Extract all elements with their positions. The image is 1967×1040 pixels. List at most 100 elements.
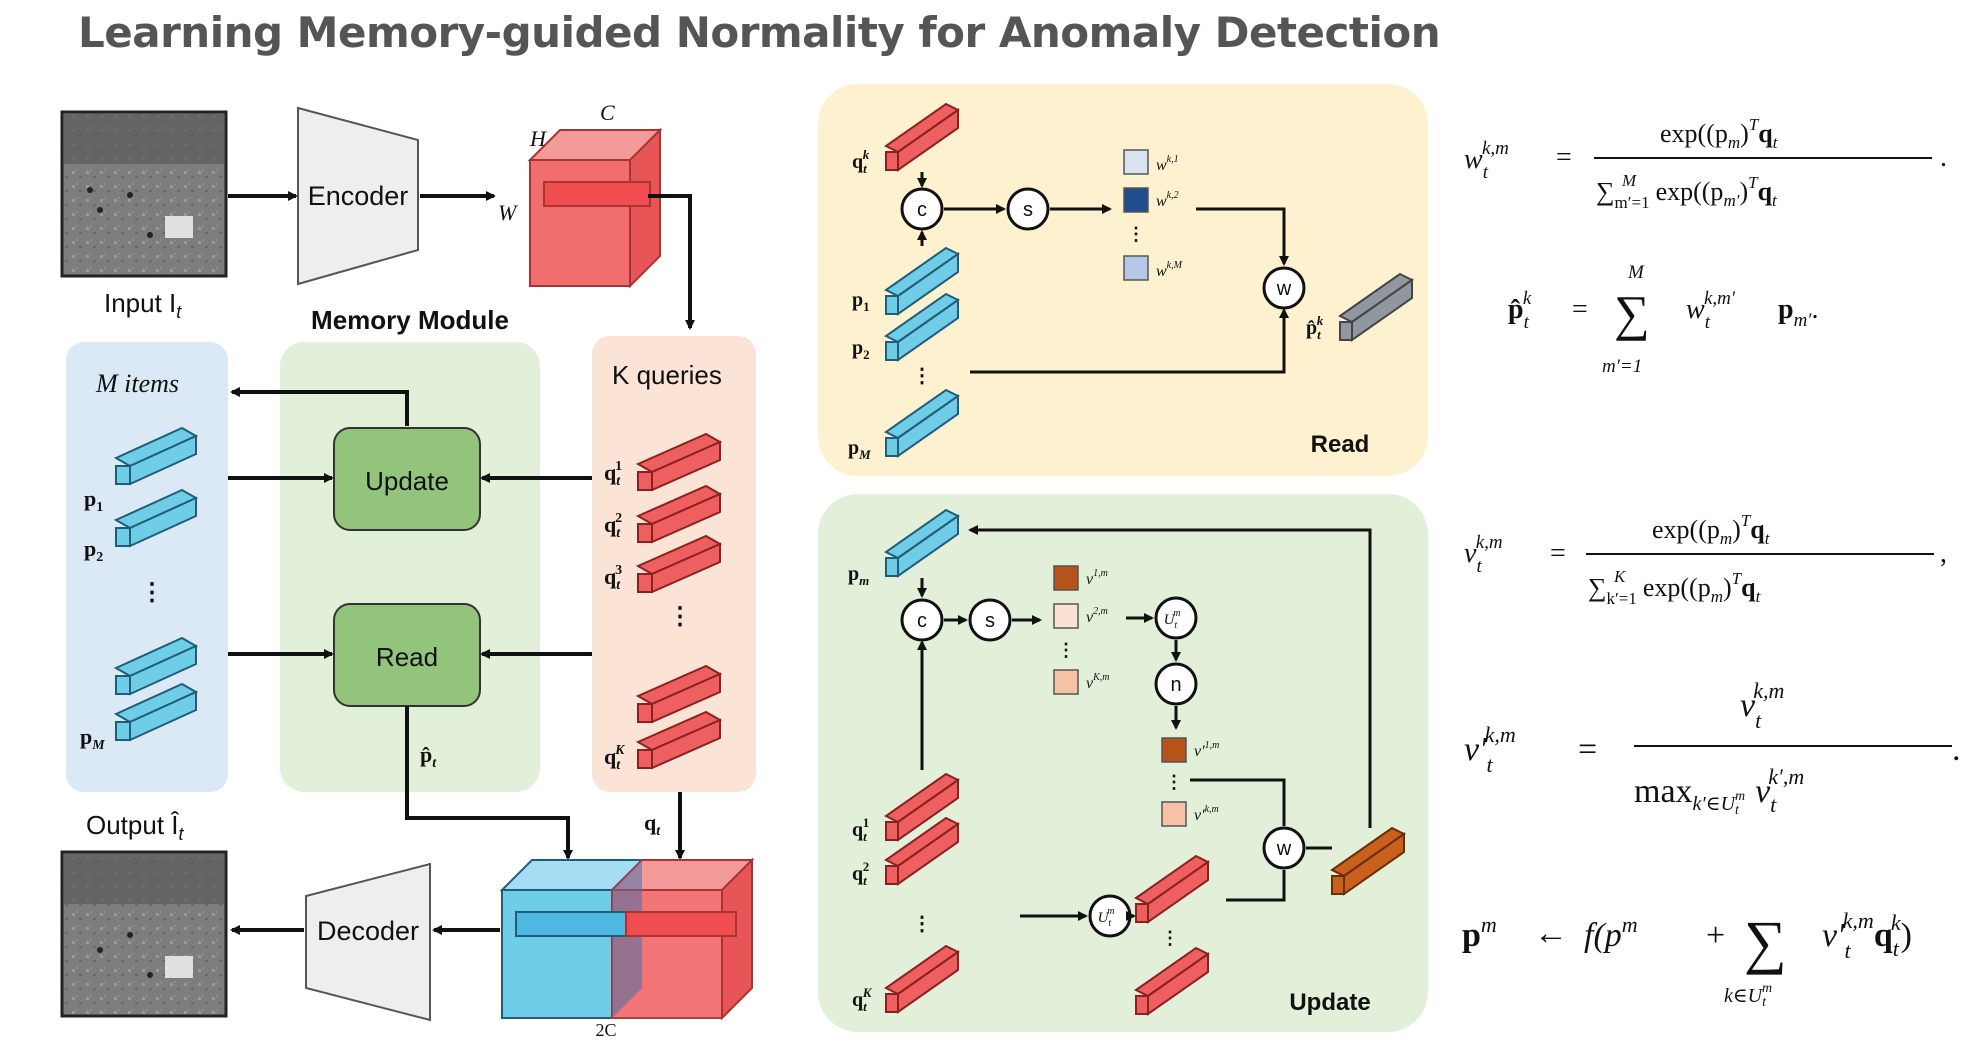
update-weighted-sum-op — [1262, 826, 1306, 870]
svg-text:=: = — [1556, 142, 1572, 173]
page-title: Learning Memory-guided Normality for Ano… — [78, 8, 1441, 57]
query-bar-1 — [635, 432, 723, 492]
update-weight-vpK — [1161, 801, 1187, 827]
label-q2: qt2 — [604, 511, 622, 541]
concat-feature-cube — [499, 857, 755, 1021]
query-bar-3 — [635, 534, 723, 594]
memory-item-p-a — [113, 636, 199, 696]
update-detail-panel — [818, 494, 1428, 1032]
read-label-qk: qtk — [852, 147, 870, 176]
update-output-bar — [1330, 826, 1406, 896]
svg-text:k∈Utm: k∈Utm — [1724, 981, 1772, 1010]
equation-update-item: pm ← f(pm + ∑ k∈Utm v′tk,mqtk) — [1462, 908, 1912, 1010]
update-label-pm: pm — [848, 563, 869, 588]
decoder-block — [305, 862, 431, 1022]
items-dots: ⋮ — [140, 580, 164, 606]
read-weight-M — [1123, 255, 1149, 281]
read-label-p1: p1 — [852, 289, 870, 314]
svg-text:s: s — [1023, 199, 1033, 221]
input-label: Input It — [104, 288, 182, 322]
encoder-label: Encoder — [308, 181, 409, 211]
update-label-vK: vK,m — [1086, 672, 1110, 692]
update-label-vpK: v′k,m — [1194, 804, 1219, 824]
read-label-phat: p̂tk — [1306, 313, 1324, 342]
svg-text:K: K — [1613, 567, 1627, 586]
read-label-p2: p2 — [852, 337, 870, 362]
update-set-op-top — [1154, 596, 1198, 640]
svg-text:+: + — [1706, 917, 1725, 954]
svg-text:∑: ∑ — [1744, 909, 1787, 975]
query-feature-cube — [527, 127, 663, 289]
memory-item-pM — [113, 682, 199, 742]
output-frame-image — [60, 850, 228, 1018]
update-label-v2: v2,m — [1086, 606, 1108, 626]
svg-text:Utm: Utm — [1164, 608, 1181, 631]
feature-H-label: H — [529, 126, 547, 151]
arrow-update-to-items — [230, 387, 409, 426]
read-panel-label: Read — [1311, 431, 1370, 458]
svg-text:.: . — [1952, 731, 1961, 768]
update-node-label: Update — [365, 466, 449, 496]
svg-text:exp((pm)Tqt: exp((pm)Tqt — [1660, 115, 1779, 152]
memory-module-label: Memory Module — [311, 305, 509, 335]
svg-text:pm: pm — [1462, 912, 1497, 954]
svg-text:pm′.: pm′. — [1778, 294, 1818, 331]
update-item-bar — [884, 508, 960, 578]
update-weight-v2 — [1053, 603, 1079, 629]
arrow-feature-queries — [648, 194, 695, 330]
output-label: Output Ît — [86, 810, 185, 844]
read-node-label: Read — [376, 642, 438, 672]
update-query-bar-1 — [884, 772, 960, 842]
update-query-bar-2 — [884, 816, 960, 886]
input-frame-image — [60, 110, 228, 278]
query-bar-2 — [635, 484, 723, 544]
update-selected-dots: ⋮ — [1161, 928, 1179, 948]
feature-C-label: C — [600, 100, 615, 125]
update-weight-vp1 — [1161, 737, 1187, 763]
read-weight-1 — [1123, 149, 1149, 175]
label-pM: pM — [80, 724, 105, 753]
update-label-vp1: v′1,m — [1194, 740, 1219, 760]
svg-text:c: c — [917, 199, 927, 221]
svg-text:=: = — [1578, 731, 1597, 768]
update-weights-dots: ⋮ — [1057, 640, 1075, 660]
equation-read-output: p̂tk = ∑ M m′=1 wtk,m′ pm′. — [1508, 262, 1818, 377]
svg-text:wtk,m′: wtk,m′ — [1686, 288, 1736, 333]
svg-text:←: ← — [1534, 915, 1568, 952]
svg-text:,: , — [1940, 538, 1947, 569]
update-concat-op — [900, 598, 944, 642]
two-c-label: 2C — [595, 1020, 616, 1040]
update-label-qK: qtK — [852, 985, 873, 1014]
arrow-read-to-concat — [405, 706, 573, 860]
update-label-q2: qt2 — [852, 859, 869, 888]
label-phat: p̂t — [420, 742, 437, 771]
svg-text:∑: ∑ — [1614, 285, 1650, 341]
label-q1: qt1 — [604, 459, 622, 489]
update-label-q1: qt1 — [852, 815, 869, 844]
svg-text:s: s — [985, 610, 995, 632]
update-softmax-op — [968, 598, 1012, 642]
svg-text:vtk,m: vtk,m — [1740, 678, 1784, 733]
update-normalize-op — [1154, 662, 1198, 706]
label-qK: qtK — [604, 743, 626, 773]
read-item-bar-1 — [884, 246, 960, 316]
update-vp-dots: ⋮ — [1165, 772, 1183, 792]
memory-item-p1 — [113, 426, 199, 486]
label-q3: qt3 — [604, 563, 622, 593]
memory-item-p2 — [113, 488, 199, 548]
read-label-w2: wk,2 — [1156, 190, 1179, 210]
svg-text:c: c — [917, 610, 927, 632]
svg-text:.: . — [1940, 142, 1947, 173]
read-label-pM: pM — [848, 437, 871, 462]
read-softmax-op — [1006, 187, 1050, 231]
read-item-bar-2 — [884, 292, 960, 362]
svg-text:f(pm: f(pm — [1584, 912, 1638, 954]
read-label-w1: wk,1 — [1156, 154, 1179, 174]
svg-text:w: w — [1276, 278, 1292, 300]
query-bar-K — [635, 710, 723, 770]
